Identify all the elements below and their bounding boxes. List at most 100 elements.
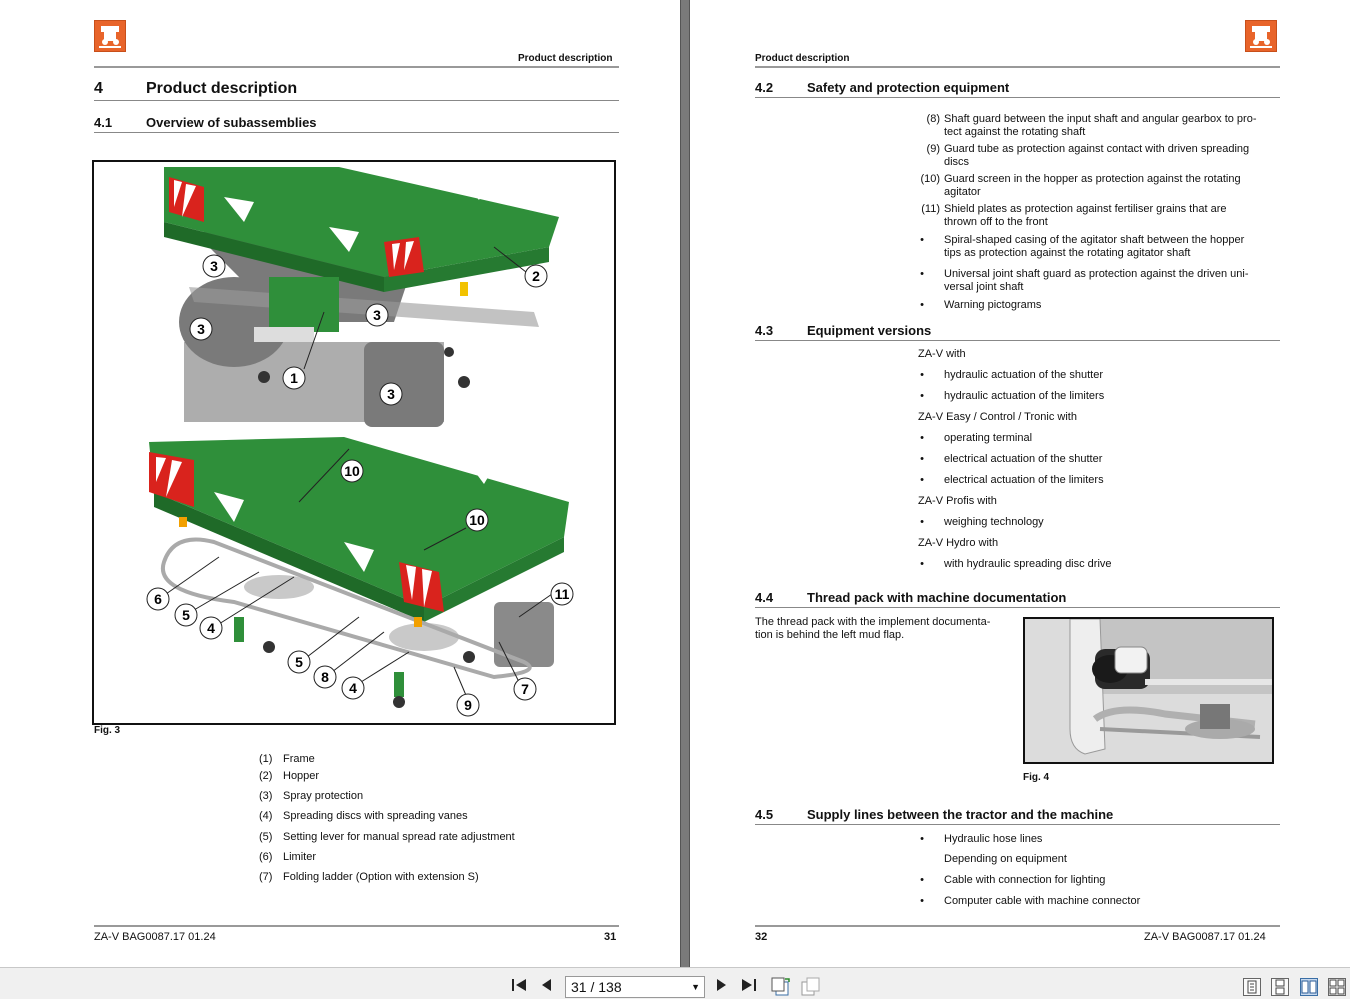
item-marker: (8) [926, 113, 940, 125]
prev-page-icon[interactable] [538, 976, 554, 994]
footer-doc-id: ZA-V BAG0087.17 01.24 [94, 931, 216, 943]
bullet-marker: • [920, 432, 924, 444]
last-page-icon[interactable] [740, 976, 758, 994]
callout-label: 10 [469, 512, 485, 528]
legend-number: (5) [259, 831, 273, 843]
two-page-continuous-icon[interactable] [1328, 978, 1346, 996]
item-text-line1: Shield plates as protection against fert… [944, 203, 1227, 215]
footer-rule [94, 925, 619, 927]
chapter-rule [94, 100, 619, 101]
page-number: 32 [755, 931, 768, 943]
page-number-input[interactable]: 31 / 138 ▼ [565, 976, 705, 998]
section-title: Supply lines between the tractor and the… [807, 807, 1114, 822]
item-text-line2: thrown off to the front [944, 216, 1048, 228]
section-rule [755, 607, 1280, 608]
callout-label: 9 [464, 697, 472, 713]
callout-label: 3 [210, 258, 218, 274]
item-text: hydraulic actuation of the shutter [944, 369, 1103, 381]
item-text-line2: tect against the rotating shaft [944, 126, 1086, 138]
callout-circle: 4 [341, 676, 365, 700]
legend-text: Folding ladder (Option with extension S) [283, 871, 479, 883]
callout-circle: 8 [313, 665, 337, 689]
continuous-view-icon[interactable] [1271, 978, 1289, 996]
page-indicator-text: 31 / 138 [571, 979, 622, 995]
legend-text: Limiter [283, 851, 317, 863]
callout-label: 2 [532, 268, 540, 284]
legend-text: Hopper [283, 770, 320, 782]
callout-circle: 5 [174, 603, 198, 627]
item-text: operating terminal [944, 432, 1033, 444]
item-text: weighing technology [944, 516, 1044, 528]
callout-circle: 2 [524, 264, 548, 288]
chapter-number: 4 [94, 80, 103, 97]
version-text: ZA-V with [918, 348, 966, 360]
legend-text: Frame [283, 753, 315, 765]
callout-label: 10 [344, 463, 360, 479]
item-text-line1: Spiral-shaped casing of the agitator sha… [944, 234, 1245, 246]
callout-circle: 5 [287, 650, 311, 674]
callout-circle: 10 [465, 508, 489, 532]
callout-label: 5 [295, 654, 303, 670]
section-number: 4.5 [755, 807, 774, 822]
body-line: The thread pack with the implement docum… [755, 616, 991, 628]
first-page-icon[interactable] [510, 976, 528, 994]
running-head: Product description [755, 53, 850, 64]
item-text-line2: versal joint shaft [944, 281, 1024, 293]
section-title: Safety and protection equipment [807, 80, 1010, 95]
figure-legend: (1)Frame (2)Hopper (3)Spray protection (… [259, 753, 639, 893]
callout-circle: 6 [146, 587, 170, 611]
callout-circle: 1 [282, 366, 306, 390]
section-rule [755, 97, 1280, 98]
legend-text: Setting lever for manual spread rate adj… [283, 831, 515, 843]
item-text: electrical actuation of the limiters [944, 474, 1104, 486]
section-rule [755, 824, 1280, 825]
two-page-view-icon[interactable] [1300, 978, 1318, 996]
item-marker: (9) [926, 143, 940, 155]
callout-circle: 7 [513, 677, 537, 701]
page-number: 31 [604, 931, 617, 943]
bullet-marker: • [920, 558, 924, 570]
bullet-marker: • [920, 833, 924, 845]
thread-pack-text: The thread pack with the implement docum… [755, 616, 1015, 642]
legend-text: Spray protection [283, 790, 364, 802]
item-text: Computer cable with machine connector [944, 895, 1141, 907]
callout-circle: 9 [456, 693, 480, 717]
section-title: Equipment versions [807, 323, 932, 338]
item-text: hydraulic actuation of the limiters [944, 390, 1105, 402]
bullet-marker: • [920, 234, 924, 246]
section-title: Overview of subassemblies [146, 115, 317, 130]
callout-circle: 3 [379, 382, 403, 406]
bullet-marker: • [920, 516, 924, 528]
body-line: tion is behind the left mud flap. [755, 629, 905, 641]
legend-number: (3) [259, 790, 273, 802]
callout-label: 4 [207, 620, 215, 636]
item-text: with hydraulic spreading disc drive [944, 558, 1112, 570]
bullet-marker: • [920, 895, 924, 907]
callout-circle: 4 [199, 616, 223, 640]
version-text: ZA-V Profis with [918, 495, 997, 507]
item-text-line1: Warning pictograms [944, 299, 1042, 311]
bullet-marker: • [920, 268, 924, 280]
footer-doc-id: ZA-V BAG0087.17 01.24 [1144, 931, 1266, 943]
chevron-down-icon[interactable]: ▼ [691, 982, 700, 992]
next-page-icon[interactable] [714, 976, 730, 994]
header-rule [755, 66, 1280, 68]
bullet-marker: • [920, 874, 924, 886]
page-gutter [680, 0, 690, 967]
callout-label: 4 [349, 680, 357, 696]
rotate-left-icon[interactable] [770, 976, 792, 996]
callout-circle: 3 [202, 254, 226, 278]
single-page-view-icon[interactable] [1243, 978, 1261, 996]
rotate-right-icon[interactable] [800, 976, 822, 996]
section-rule [755, 340, 1280, 341]
callout-circle: 11 [550, 582, 574, 606]
left-page: Product description 4 Product descriptio… [0, 0, 680, 967]
callout-label: 5 [182, 607, 190, 623]
figure-caption: Fig. 3 [94, 725, 121, 736]
bullet-marker: • [920, 453, 924, 465]
figure-3: 3 2 3 3 1 3 10 10 11 6 5 4 5 8 4 9 7 [92, 160, 616, 725]
upper-spreader [164, 167, 559, 427]
callout-label: 3 [387, 386, 395, 402]
item-text: electrical actuation of the shutter [944, 453, 1103, 465]
item-text-line1: Universal joint shaft guard as protectio… [944, 268, 1249, 280]
